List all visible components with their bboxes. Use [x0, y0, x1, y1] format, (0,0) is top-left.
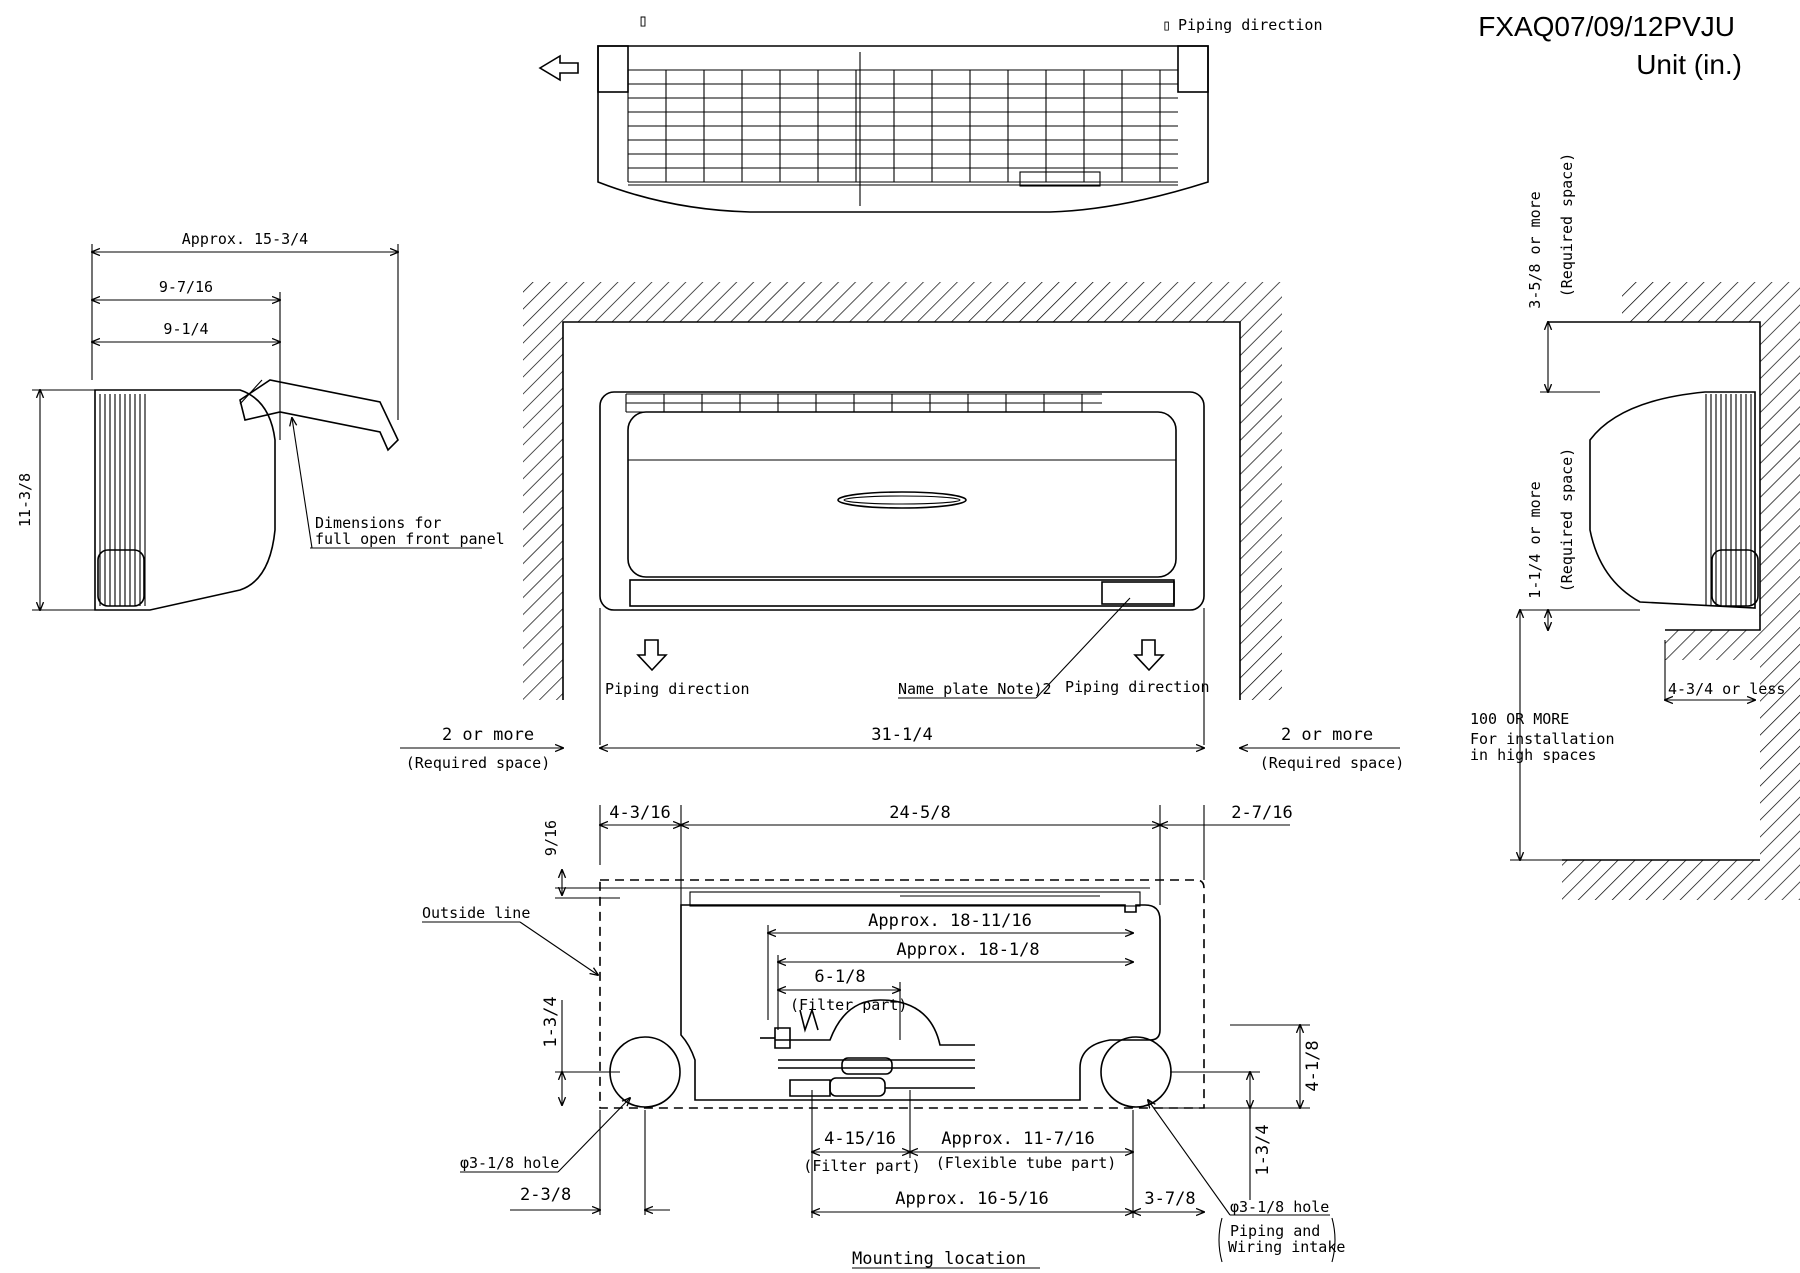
wall-overhang: 4-3/4 or less [1668, 680, 1785, 698]
clearance-left-sub: (Required space) [406, 754, 551, 772]
dim-approx-depth: Approx. 15-3/4 [182, 230, 308, 248]
side-view: Approx. 15-3/4 9-7/16 9-1/4 11-3/8 Dimen… [16, 230, 505, 610]
mounting-location: 4-3/16 24-5/8 2-7/16 9/16 Outside line A… [422, 803, 1345, 1269]
name-plate-label: Name plate Note)2 [898, 680, 1052, 698]
left-arrow-icon [538, 54, 579, 82]
right-height: 4-1/8 [1303, 1040, 1323, 1091]
hole-left [609, 1036, 681, 1108]
dim-width: 31-1/4 [871, 725, 932, 745]
filter-len-2: 4-15/16 [824, 1129, 896, 1149]
flex-part: (Flexible tube part) [936, 1154, 1117, 1172]
hole-right-note-1: Piping and [1230, 1222, 1320, 1240]
unit-label: Unit (in.) [1636, 49, 1742, 80]
grille [627, 69, 1178, 183]
approx-c: Approx. 16-5/16 [895, 1189, 1049, 1209]
dim-depth-1: 9-7/16 [159, 278, 213, 296]
piping-direction-right: Piping direction [1065, 678, 1210, 696]
top-clearance: 3-5/8 or more [1526, 191, 1544, 308]
bottom-clearance: 1-1/4 or more [1526, 481, 1544, 598]
high-space-1: 100 OR MORE [1470, 710, 1569, 728]
hole-offset-left: 1-3/4 [541, 996, 561, 1047]
top-view: ▯ ▯ Piping direction [538, 11, 1323, 213]
dim-right: 2-7/16 [1231, 803, 1292, 823]
approx-a: Approx. 18-11/16 [868, 911, 1032, 931]
hole-right [1100, 1036, 1172, 1108]
hole-right-label: φ3-1/8 hole [1230, 1198, 1329, 1216]
flex-len: Approx. 11-7/16 [941, 1129, 1095, 1149]
top-clearance-sub: (Required space) [1558, 153, 1576, 298]
dim-right-edge: 3-7/8 [1144, 1189, 1195, 1209]
clearance-left: 2 or more [442, 725, 534, 745]
top-view-glyph-left: ▯ [638, 11, 648, 31]
clearance-right: 2 or more [1281, 725, 1373, 745]
bottom-clearance-sub: (Required space) [1558, 448, 1576, 593]
dim-center: 24-5/8 [889, 803, 950, 823]
dim-height: 11-3/8 [16, 473, 34, 527]
high-space-3: in high spaces [1470, 746, 1596, 764]
outside-line-label: Outside line [422, 904, 530, 922]
piping-down-arrow-left-icon [636, 639, 668, 672]
top-view-piping-direction: Piping direction [1178, 16, 1323, 34]
piping-direction-left: Piping direction [605, 680, 750, 698]
filter-len: 6-1/8 [814, 967, 865, 987]
dim-top-offset: 9/16 [542, 820, 560, 856]
filter-part-2: (Filter part) [803, 1157, 920, 1175]
top-view-glyph-right: ▯ [1162, 16, 1171, 34]
approx-b: Approx. 18-1/8 [896, 940, 1039, 960]
front-view: Piping direction Piping direction Name p… [400, 282, 1404, 772]
hole-left-edge: 2-3/8 [520, 1185, 571, 1205]
right-view: 3-5/8 or more (Required space) 1-1/4 or … [1470, 153, 1800, 900]
dim-left: 4-3/16 [609, 803, 670, 823]
hole-left-label: φ3-1/8 hole [460, 1154, 559, 1172]
right-offset: 1-3/4 [1253, 1124, 1273, 1175]
piping-down-arrow-right-icon [1133, 639, 1165, 672]
front-panel-note-1: Dimensions for [315, 514, 441, 532]
mounting-title: Mounting location [852, 1249, 1026, 1269]
model-title: FXAQ07/09/12PVJU [1478, 11, 1735, 42]
front-panel-note-2: full open front panel [315, 530, 505, 548]
hole-right-note-2: Wiring intake [1228, 1238, 1345, 1256]
dim-depth-2: 9-1/4 [163, 320, 208, 338]
clearance-right-sub: (Required space) [1260, 754, 1405, 772]
high-space-2: For installation [1470, 730, 1615, 748]
